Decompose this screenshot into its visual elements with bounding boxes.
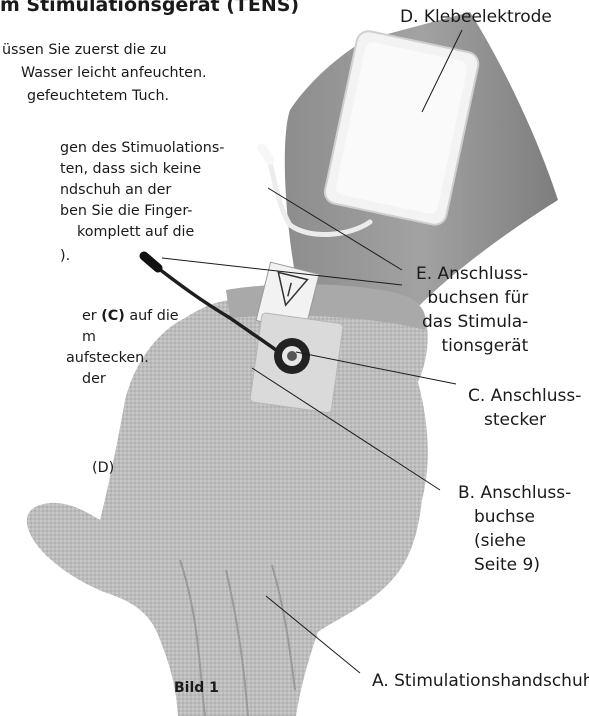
instruction-line: aufstecken. xyxy=(66,348,149,369)
instruction-line: ). xyxy=(60,246,70,267)
figure-caption: Bild 1 xyxy=(174,680,219,696)
instruction-line: ben Sie die Finger- xyxy=(60,201,192,222)
label-d-adhesive-electrode: D. Klebeelektrode xyxy=(400,5,552,29)
instruction-line: gen des Stimuolations- xyxy=(60,138,224,159)
instruction-line: komplett auf die xyxy=(77,222,194,243)
instruction-line: Wasser leicht anfeuchten. xyxy=(21,63,207,84)
instruction-line: ndschuh an der xyxy=(60,180,171,201)
instruction-line: üssen Sie zuerst die zu xyxy=(2,40,167,61)
instruction-line: er (C) auf die xyxy=(82,306,179,327)
label-a-stimulation-glove: A. Stimulationshandschuh xyxy=(372,669,589,693)
instruction-line: (D) xyxy=(92,458,114,479)
label-e-connection-sockets: E. Anschluss- buchsen für das Stimula- t… xyxy=(408,262,528,358)
instruction-line: ten, dass sich keine xyxy=(60,159,201,180)
label-c-connector-plug: C. Anschluss- stecker xyxy=(468,384,581,432)
instruction-line: m xyxy=(82,327,96,348)
section-heading: m Stimulationsgerät (TENS) xyxy=(0,0,299,16)
instruction-line: gefeuchtetem Tuch. xyxy=(27,86,169,107)
instruction-line: der xyxy=(82,369,106,390)
label-b-connector-socket: B. Anschluss- buchse (siehe Seite 9) xyxy=(458,481,571,577)
